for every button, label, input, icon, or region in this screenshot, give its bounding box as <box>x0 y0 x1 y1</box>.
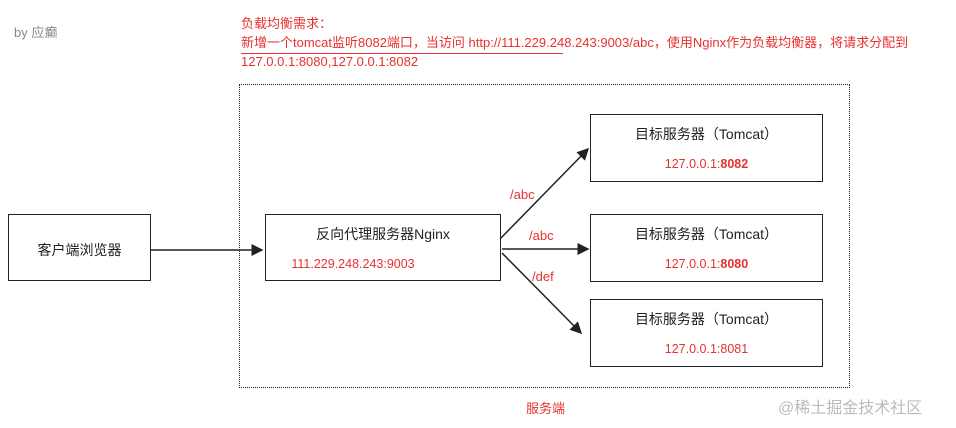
server-ip: 127.0.0.1: <box>664 257 721 271</box>
server-port: 8081 <box>720 342 749 356</box>
proxy-label: 反向代理服务器Nginx <box>316 226 450 242</box>
client-browser-node: 客户端浏览器 <box>8 214 151 281</box>
requirement-line2: 127.0.0.1:8080,127.0.0.1:8082 <box>241 54 419 69</box>
arrow-proxy-to-server-8081 <box>501 252 583 335</box>
server-side-boundary <box>239 84 850 388</box>
requirement-note: 负载均衡需求： 新增一个tomcat监听8082端口，当访问 http://11… <box>241 14 908 71</box>
server-node-8081: 目标服务器（Tomcat） 127.0.0.1:8081 <box>590 299 823 367</box>
server-node-8080: 目标服务器（Tomcat） 127.0.0.1:8080 <box>590 214 823 282</box>
server-ip: 127.0.0.1: <box>664 342 721 356</box>
server-node-8082: 目标服务器（Tomcat） 127.0.0.1:8082 <box>590 114 823 182</box>
server-ip: 127.0.0.1: <box>664 157 721 171</box>
server-label: 目标服务器（Tomcat） <box>634 126 779 142</box>
server-side-label: 服务端 <box>526 401 566 416</box>
route-label: /def <box>532 269 554 284</box>
watermark: @稀土掘金技术社区 <box>778 400 923 417</box>
server-address: 127.0.0.1:8081 <box>591 342 822 356</box>
server-port: 8082 <box>720 157 749 171</box>
requirement-line1: 新增一个tomcat监听8082端口，当访问 http://111.229.24… <box>241 35 909 50</box>
proxy-node: 反向代理服务器Nginx 111.229.248.243:9003 <box>265 214 501 281</box>
route-label: /abc <box>510 187 535 202</box>
server-address: 127.0.0.1:8080 <box>591 257 822 271</box>
client-label: 客户端浏览器 <box>37 242 122 258</box>
server-address: 127.0.0.1:8082 <box>591 157 822 171</box>
route-label: /abc <box>529 228 554 243</box>
server-port: 8080 <box>720 257 749 271</box>
server-label: 目标服务器（Tomcat） <box>634 311 779 327</box>
requirement-underline <box>241 53 563 54</box>
requirement-heading: 负载均衡需求： <box>241 16 333 31</box>
author-label: by 应癫 <box>14 25 58 40</box>
arrow-proxy-to-server-8082 <box>498 147 590 241</box>
server-label: 目标服务器（Tomcat） <box>634 226 779 242</box>
proxy-address: 111.229.248.243:9003 <box>291 257 415 271</box>
